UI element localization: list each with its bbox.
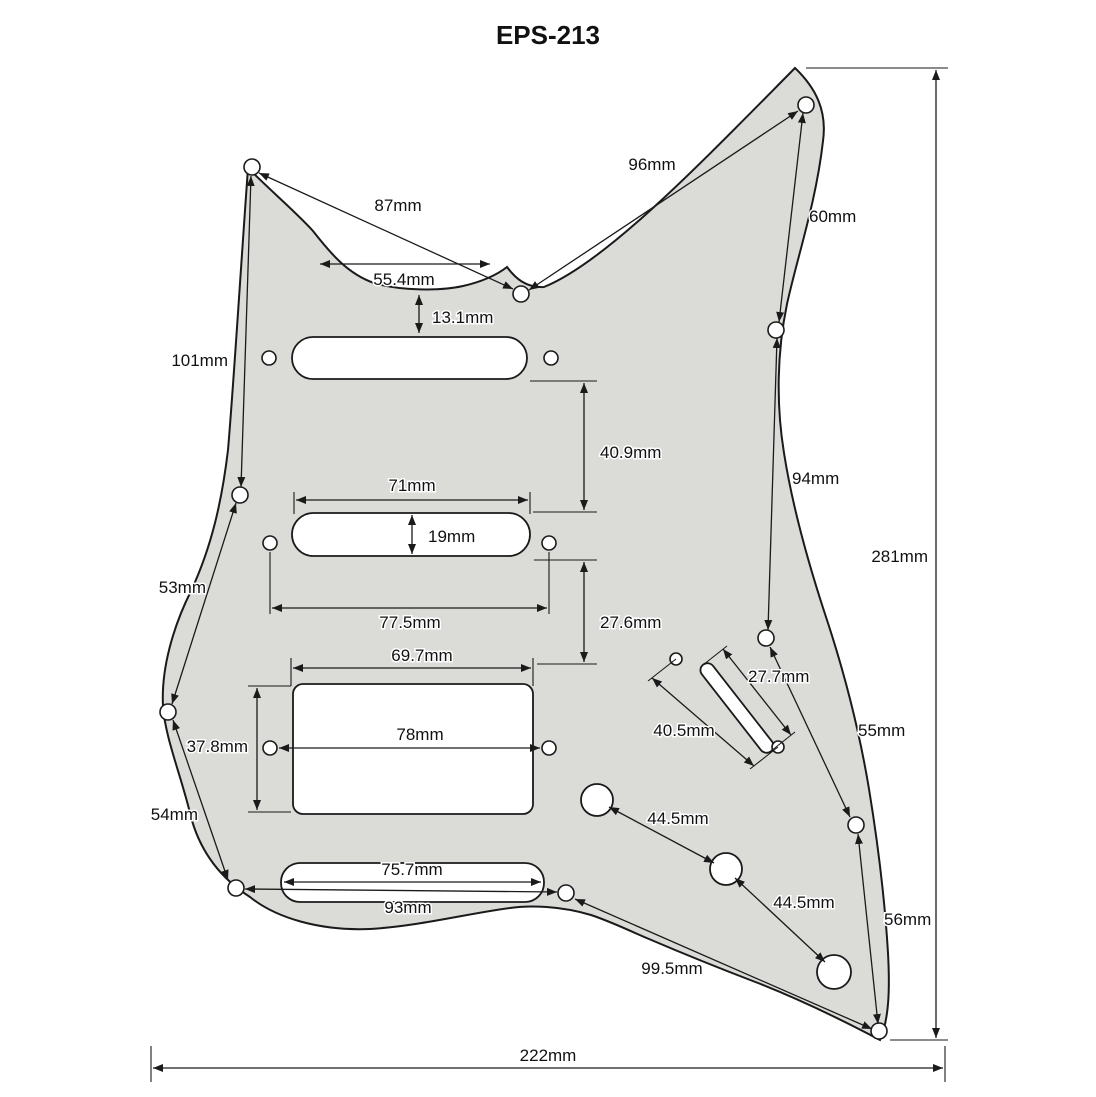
dim-label-27-7mm: 27.7mm	[748, 667, 809, 686]
dim-label-54mm: 54mm	[151, 805, 198, 824]
neck-slot-screw-left	[261, 350, 277, 366]
dim-line-53mm	[171, 502, 237, 705]
middle-slot-screw-right	[541, 535, 557, 551]
dim-label-69-7mm: 69.7mm	[391, 646, 452, 665]
middle-slot-screw-left	[262, 535, 278, 551]
screw-hole-horn	[797, 96, 815, 114]
dim-label-55mm: 55mm	[858, 721, 905, 740]
dim-label-78mm: 78mm	[396, 725, 443, 744]
dimension-lines	[150, 67, 948, 1082]
dim-line-99-5mm	[574, 898, 873, 1030]
dim-label-40-9mm: 40.9mm	[600, 443, 661, 462]
humbucker-screw-right	[541, 740, 557, 756]
dim-label-77-5mm: 77.5mm	[379, 613, 440, 632]
dim-label-44-5mm-b: 44.5mm	[773, 893, 834, 912]
screw-hole-top-left	[243, 158, 261, 176]
dim-line-101mm	[237, 175, 255, 488]
screw-hole-bottom-left	[227, 879, 245, 897]
dim-label-60mm: 60mm	[809, 207, 856, 226]
dim-label-56mm: 56mm	[884, 910, 931, 929]
dim-line-40-5mm	[651, 677, 755, 767]
dim-label-40-5mm: 40.5mm	[653, 721, 714, 740]
dim-line-94mm	[764, 337, 781, 631]
ext-line-40-5-top	[647, 658, 677, 682]
screw-hole-right-upper	[767, 321, 785, 339]
page-title: EPS-213	[496, 20, 600, 50]
dim-label-222mm: 222mm	[520, 1046, 577, 1065]
dim-label-281mm: 281mm	[871, 547, 928, 566]
dim-line-60mm	[776, 112, 806, 323]
middle-pickup-slot	[291, 512, 531, 557]
dim-line-54mm	[172, 719, 229, 881]
neck-pickup-slot	[291, 336, 528, 380]
dim-line-55mm	[769, 646, 851, 818]
screw-hole-bottom-right	[870, 1022, 888, 1040]
pot-hole-2	[709, 852, 743, 886]
dim-label-99-5mm: 99.5mm	[641, 959, 702, 978]
screw-hole-right-lower	[847, 816, 865, 834]
screw-hole-left-lower	[159, 703, 177, 721]
screw-holes	[159, 96, 888, 1040]
dim-label-75-7mm: 75.7mm	[381, 860, 442, 879]
dim-line-93mm	[244, 885, 558, 896]
pot-hole-1	[580, 783, 614, 817]
dim-label-71mm: 71mm	[388, 476, 435, 495]
dim-label-55-4mm: 55.4mm	[373, 270, 434, 289]
screw-hole-bottom-mid	[557, 884, 575, 902]
dim-line-44-5mm-a	[608, 806, 715, 864]
dim-label-53mm: 53mm	[159, 578, 206, 597]
dim-label-27-6mm: 27.6mm	[600, 613, 661, 632]
screw-hole-right-mid	[757, 629, 775, 647]
dim-label-93mm: 93mm	[384, 898, 431, 917]
dim-label-44-5mm-a: 44.5mm	[647, 809, 708, 828]
dim-label-37-8mm: 37.8mm	[187, 737, 248, 756]
dimension-labels: 96mm 87mm 60mm 55.4mm 13.1mm 101mm 40.9m…	[149, 154, 932, 1067]
dim-line-87mm	[258, 172, 514, 290]
screw-hole-neck-center	[512, 285, 530, 303]
dim-label-96mm: 96mm	[628, 155, 675, 174]
dim-line-96mm	[528, 110, 799, 291]
dim-label-13-1mm: 13.1mm	[432, 308, 493, 327]
dim-label-94mm: 94mm	[792, 469, 839, 488]
humbucker-pickup-slot	[292, 683, 534, 815]
dim-label-19mm: 19mm	[428, 527, 475, 546]
humbucker-screw-left	[262, 740, 278, 756]
dim-label-101mm: 101mm	[171, 351, 228, 370]
screw-hole-left-mid	[231, 486, 249, 504]
dim-label-87mm: 87mm	[374, 196, 421, 215]
neck-slot-screw-right	[543, 350, 559, 366]
